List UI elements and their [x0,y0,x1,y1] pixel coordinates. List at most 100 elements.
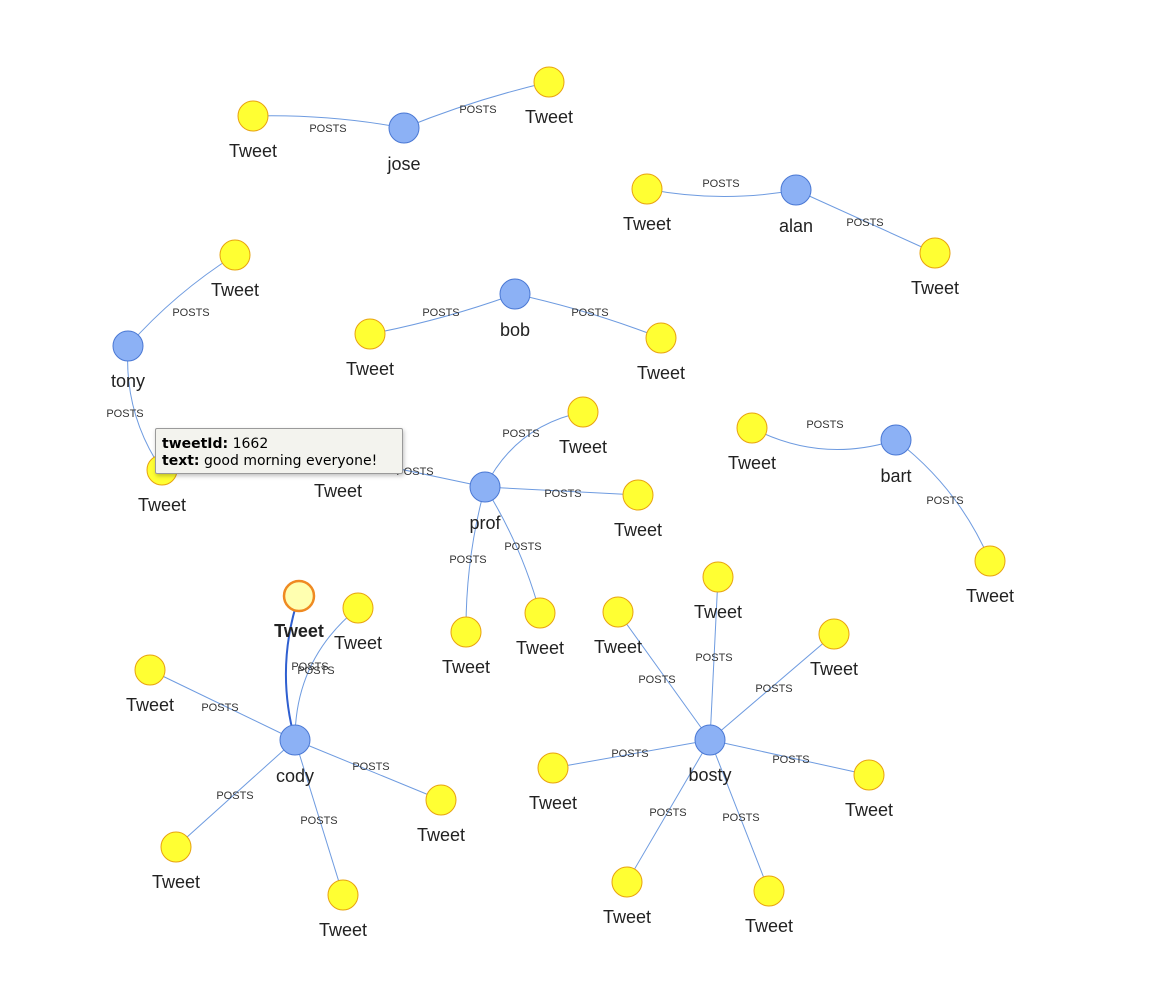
tweet-circle[interactable] [622,479,654,511]
edge-posts-t3[interactable] [646,188,797,197]
tweet-circle[interactable] [702,561,734,593]
tweet-circle[interactable] [818,618,850,650]
tweet-circle[interactable] [645,322,677,354]
edge-posts-t6[interactable] [514,293,662,339]
edge-posts-t18[interactable] [149,669,296,741]
person-circle[interactable] [388,112,420,144]
edge-posts-t17[interactable] [284,595,300,741]
edge-posts-t23[interactable] [709,576,719,741]
tweet-label: Tweet [516,638,564,658]
edge-posts-t5[interactable] [369,293,516,335]
person-circle[interactable] [880,424,912,456]
tweet-circle[interactable] [342,592,374,624]
tweet-circle[interactable] [219,239,251,271]
person-circle[interactable] [279,724,311,756]
person-circle[interactable] [694,724,726,756]
person-circle[interactable] [469,471,501,503]
edge-posts-t11[interactable] [465,486,486,633]
edge-posts-t25[interactable] [709,633,835,741]
tweet-node[interactable]: Tweet [594,596,642,657]
tweet-node[interactable]: Tweet [442,616,490,677]
tweet-circle[interactable] [237,100,269,132]
edge-posts-t27[interactable] [709,739,870,776]
person-node-jose[interactable]: jose [386,112,421,174]
tweet-node[interactable]: Tweet [911,237,959,298]
tweet-circle[interactable] [631,173,663,205]
person-circle[interactable] [499,278,531,310]
edge-label-posts: POSTS [396,466,433,478]
person-node-alan[interactable]: alan [779,174,813,236]
tweet-node[interactable]: Tweet [319,879,367,940]
tweet-circle[interactable] [974,545,1006,577]
tweet-node[interactable]: Tweet [417,784,465,845]
tweet-circle[interactable] [282,579,316,613]
tweet-node[interactable]: Tweet [529,752,577,813]
tweet-node[interactable]: Tweet [745,875,793,936]
tweet-node[interactable]: Tweet [211,239,259,300]
person-node-bart[interactable]: bart [880,424,912,486]
tweet-node[interactable]: Tweet [623,173,671,234]
tweet-node[interactable]: Tweet [516,597,564,658]
edge-posts-t24[interactable] [617,611,711,741]
tweet-circle[interactable] [425,784,457,816]
tweet-node[interactable]: Tweet [525,66,573,127]
tweet-circle[interactable] [853,759,885,791]
tweet-circle[interactable] [611,866,643,898]
person-label: jose [386,154,420,174]
tweet-circle[interactable] [354,318,386,350]
edge-posts-t14[interactable] [751,427,897,451]
person-circle[interactable] [112,330,144,362]
edge-posts-t29[interactable] [709,739,770,892]
tweet-node[interactable]: Tweet [845,759,893,820]
edge-posts-t21[interactable] [294,739,442,801]
tweet-circle[interactable] [753,875,785,907]
tweet-circle[interactable] [567,396,599,428]
person-node-cody[interactable]: cody [276,724,314,786]
edge-posts-t20[interactable] [294,739,344,896]
tweet-circle[interactable] [327,879,359,911]
tweet-circle[interactable] [533,66,565,98]
tweet-circle[interactable] [450,616,482,648]
tweet-node[interactable]: Tweet [637,322,685,383]
edge-posts-t7[interactable] [127,254,236,347]
person-node-tony[interactable]: tony [111,330,145,391]
tweet-circle[interactable] [602,596,634,628]
edge-label-posts: POSTS [544,488,581,500]
person-node-prof[interactable]: prof [469,471,502,533]
edge-posts-t4[interactable] [795,189,936,254]
tweet-circle[interactable] [134,654,166,686]
tweet-circle[interactable] [160,831,192,863]
edge-posts-t10[interactable] [484,486,639,496]
edge-posts-t2[interactable] [403,81,550,129]
tweet-label: Tweet [845,800,893,820]
tweet-node[interactable]: Tweet [810,618,858,679]
person-node-bosty[interactable]: bosty [688,724,732,785]
edge-posts-t15[interactable] [895,439,991,562]
edge-posts-t26[interactable] [552,739,711,769]
edge-label-posts: POSTS [611,748,648,760]
tweet-circle[interactable] [524,597,556,629]
tweet-node[interactable]: Tweet [694,561,742,622]
tweet-node[interactable]: Tweet [966,545,1014,606]
edge-posts-t1[interactable] [252,115,405,129]
tweet-circle[interactable] [537,752,569,784]
tweet-circle[interactable] [736,412,768,444]
tweet-node[interactable]: Tweet [274,579,324,641]
tweet-circle[interactable] [919,237,951,269]
tweet-node[interactable]: Tweet [559,396,607,457]
person-node-bob[interactable]: bob [499,278,531,340]
tweet-node[interactable]: Tweet [152,831,200,892]
edge-posts-t19[interactable] [175,739,296,848]
tweet-label: Tweet [138,495,186,515]
edge-posts-t16[interactable] [294,607,359,741]
tweet-node[interactable]: Tweet [229,100,277,161]
tweet-node[interactable]: Tweet [126,654,174,715]
tweet-node[interactable]: Tweet [346,318,394,379]
tweet-node[interactable]: Tweet [334,592,382,653]
tweet-node[interactable]: Tweet [614,479,662,540]
person-circle[interactable] [780,174,812,206]
tweet-node[interactable]: Tweet [728,412,776,473]
edge-posts-t28[interactable] [626,739,711,883]
tweet-node[interactable]: Tweet [603,866,651,927]
